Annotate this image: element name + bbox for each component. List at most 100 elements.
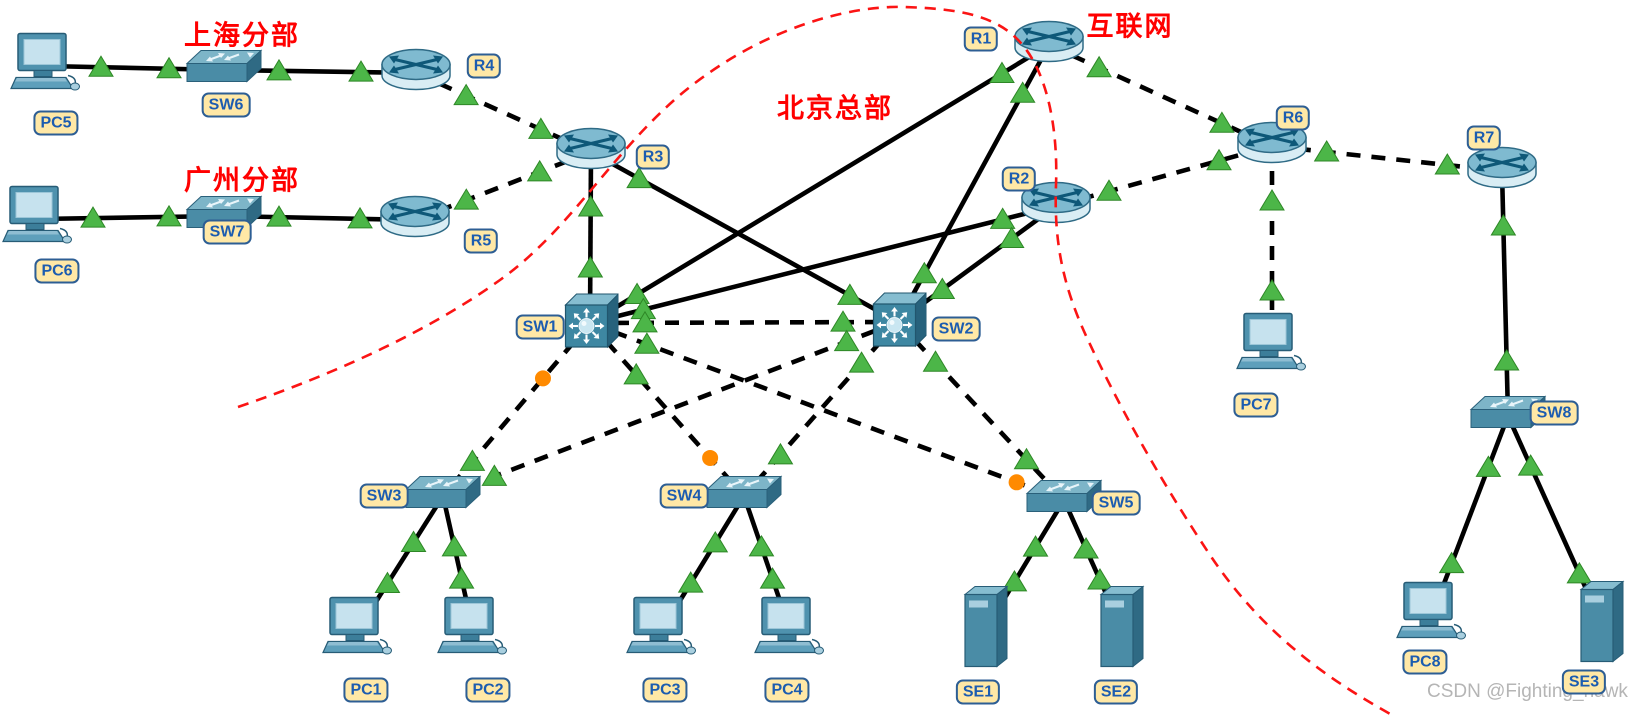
device-label-SW4[interactable]: SW4 <box>659 483 709 509</box>
link-up-triangle <box>448 567 475 589</box>
device-label-PC1[interactable]: PC1 <box>343 677 389 703</box>
node-PC8[interactable] <box>1396 581 1468 650</box>
link-up-triangle <box>526 159 553 182</box>
pc-icon <box>754 596 824 655</box>
link-up-triangle <box>759 567 786 589</box>
link-up-triangle <box>837 283 863 305</box>
link-up-triangle <box>156 204 182 227</box>
node-SW2[interactable] <box>870 291 928 353</box>
node-PC4[interactable] <box>754 596 826 665</box>
pc-icon <box>1396 581 1466 640</box>
link-up-triangle <box>922 350 949 372</box>
link-up-triangle <box>833 329 860 352</box>
pc-icon <box>626 596 696 655</box>
server-icon <box>963 585 1009 668</box>
link-up-triangle <box>374 571 401 594</box>
node-PC6[interactable] <box>2 185 74 254</box>
node-R4[interactable] <box>379 45 453 102</box>
switch-icon <box>404 475 482 509</box>
link-up-triangle <box>677 571 704 593</box>
pc-icon <box>437 596 507 655</box>
device-label-SW1[interactable]: SW1 <box>515 314 565 340</box>
device-label-PC2[interactable]: PC2 <box>465 677 511 703</box>
device-label-PC7[interactable]: PC7 <box>1233 392 1279 418</box>
device-label-R1[interactable]: R1 <box>963 26 999 52</box>
link-up-triangle <box>1434 153 1461 175</box>
region-note-internet[interactable]: 互联网 <box>1086 11 1174 42</box>
node-SW1[interactable] <box>562 292 620 354</box>
region-note-guangzhou-branch[interactable]: 广州分部 <box>184 165 300 196</box>
device-label-SE1[interactable]: SE1 <box>955 679 1001 705</box>
node-PC3[interactable] <box>626 596 698 665</box>
switch-icon <box>185 49 263 83</box>
link-up-triangle <box>1475 455 1502 477</box>
device-label-PC4[interactable]: PC4 <box>764 677 810 703</box>
node-SE1[interactable] <box>962 585 1010 674</box>
link-up-triangle <box>1073 537 1099 559</box>
server-icon <box>1579 580 1625 663</box>
node-R1[interactable] <box>1012 17 1086 74</box>
link-up-triangle <box>481 464 508 486</box>
device-label-R2[interactable]: R2 <box>1001 166 1037 192</box>
link-R2-SW1[interactable] <box>589 203 1057 326</box>
blocked-port-dot <box>534 370 551 387</box>
pc-icon <box>2 185 72 244</box>
link-up-triangle <box>848 351 875 373</box>
node-R5[interactable] <box>378 192 452 249</box>
device-label-PC8[interactable]: PC8 <box>1402 649 1448 675</box>
link-up-triangle <box>1259 189 1285 211</box>
device-label-SW6[interactable]: SW6 <box>201 92 251 118</box>
device-label-R3[interactable]: R3 <box>635 144 671 170</box>
node-SW3[interactable] <box>404 474 482 519</box>
device-label-SE2[interactable]: SE2 <box>1093 679 1139 705</box>
link-SW2-SW3[interactable] <box>442 319 899 499</box>
node-PC7[interactable] <box>1236 312 1308 381</box>
node-PC1[interactable] <box>322 596 394 665</box>
node-PC5[interactable] <box>10 32 82 101</box>
link-up-triangle <box>80 206 106 228</box>
link-up-triangle <box>441 534 468 557</box>
node-SW4[interactable] <box>705 474 783 519</box>
link-up-triangle <box>1259 279 1285 301</box>
link-up-triangle <box>748 534 775 557</box>
device-label-PC6[interactable]: PC6 <box>34 258 80 284</box>
link-SW1-SW2[interactable] <box>589 319 899 326</box>
device-label-R5[interactable]: R5 <box>463 228 499 254</box>
node-R3[interactable] <box>554 124 628 181</box>
device-label-SW3[interactable]: SW3 <box>359 483 409 509</box>
link-up-triangle <box>1493 349 1520 371</box>
router-icon <box>1467 146 1537 189</box>
device-label-SW2[interactable]: SW2 <box>931 316 981 342</box>
device-label-SE3[interactable]: SE3 <box>1561 669 1607 695</box>
region-note-shanghai-branch[interactable]: 上海分部 <box>184 20 300 51</box>
pc-icon <box>10 32 80 91</box>
server-icon <box>1099 585 1145 668</box>
node-SW6[interactable] <box>185 48 263 93</box>
node-SE2[interactable] <box>1098 585 1146 674</box>
link-up-triangle <box>767 442 794 465</box>
blocked-port-dot <box>702 449 719 466</box>
multilayer-switch-icon <box>872 291 928 348</box>
device-label-PC5[interactable]: PC5 <box>33 110 79 136</box>
node-R7[interactable] <box>1465 143 1539 200</box>
router-icon <box>1014 20 1084 63</box>
device-label-SW8[interactable]: SW8 <box>1529 400 1579 426</box>
device-label-PC3[interactable]: PC3 <box>642 677 688 703</box>
device-label-R6[interactable]: R6 <box>1275 105 1311 131</box>
link-R7-SW8[interactable] <box>1499 170 1511 417</box>
node-PC2[interactable] <box>437 596 509 665</box>
region-note-beijing-hq[interactable]: 北京总部 <box>777 93 893 124</box>
node-SE3[interactable] <box>1578 580 1626 669</box>
link-up-triangle <box>989 61 1015 83</box>
router-icon <box>381 48 451 91</box>
device-label-SW7[interactable]: SW7 <box>202 219 252 245</box>
link-up-triangle <box>1209 111 1235 133</box>
pc-icon <box>1236 312 1306 371</box>
device-label-R7[interactable]: R7 <box>1466 125 1502 151</box>
link-up-triangle <box>911 261 938 284</box>
link-up-triangle <box>626 166 652 189</box>
link-up-triangle <box>1022 535 1049 557</box>
device-label-SW5[interactable]: SW5 <box>1091 490 1141 516</box>
link-up-triangle <box>577 195 604 217</box>
device-label-R4[interactable]: R4 <box>466 53 502 79</box>
